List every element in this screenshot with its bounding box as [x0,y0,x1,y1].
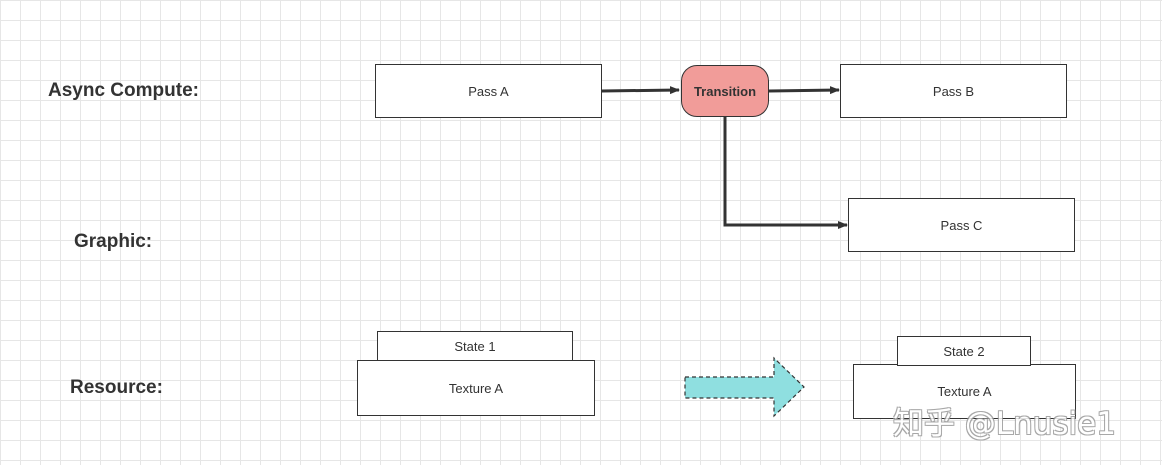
row-label-resource: Resource: [70,377,163,398]
texture-a-before: Texture A [357,360,595,416]
state-change-arrow [684,356,805,418]
arrow-pass-a-to-transition [601,86,680,95]
pass-c-node: Pass C [848,198,1075,252]
watermark-text: 知乎 @Lnusie1 [893,406,1116,442]
transition-label: Transition [693,83,757,99]
pass-c-label: Pass C [940,217,983,233]
pass-a-node: Pass A [375,64,602,118]
pass-a-label: Pass A [468,83,509,99]
state-2-tag: State 2 [897,336,1031,366]
arrow-transition-to-pass-c [723,117,848,229]
texture-a-after-label: Texture A [937,384,992,399]
state-1-tag: State 1 [377,331,573,361]
state-2-label: State 2 [943,343,985,359]
texture-a-before-label: Texture A [448,380,504,396]
pass-b-node: Pass B [840,64,1067,118]
texture-a-after: Texture A [853,364,1076,419]
state-1-label: State 1 [454,338,496,354]
row-label-async-compute: Async Compute: [48,80,199,101]
row-label-graphic: Graphic: [74,231,153,252]
pass-b-label: Pass B [932,83,975,99]
arrow-transition-to-pass-b [768,86,840,95]
transition-node: Transition [681,65,769,117]
